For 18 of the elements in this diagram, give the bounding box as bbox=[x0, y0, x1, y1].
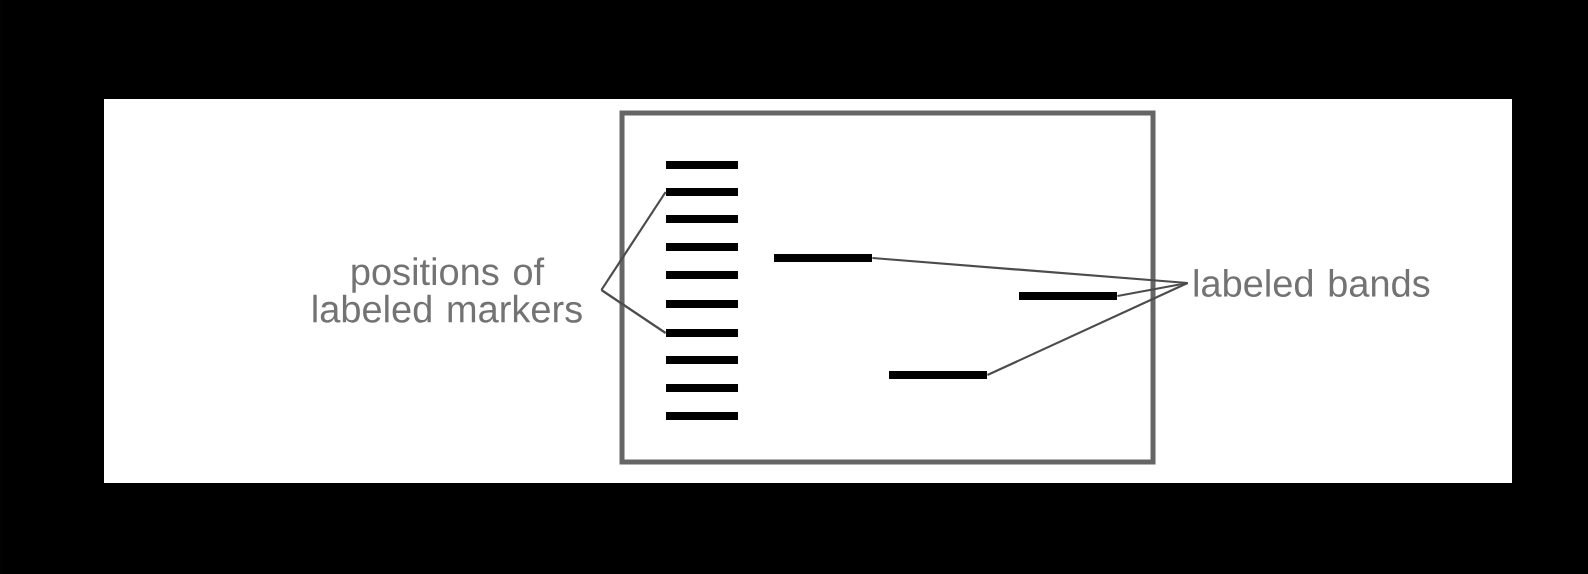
text-label: labeled bands bbox=[1194, 269, 1430, 297]
gel-band bbox=[666, 384, 738, 392]
leader-line bbox=[600, 191, 667, 291]
gel-band bbox=[666, 356, 738, 364]
leader-line bbox=[986, 282, 1189, 376]
text-label: positions of labeled markers bbox=[313, 257, 582, 323]
gel-band bbox=[1019, 292, 1117, 300]
gel-band bbox=[889, 371, 987, 379]
gel-band bbox=[774, 254, 872, 262]
gel-band bbox=[666, 271, 738, 279]
gel-band bbox=[666, 188, 738, 196]
gel-band bbox=[666, 329, 738, 337]
gel-band bbox=[666, 161, 738, 169]
gel-band bbox=[666, 412, 738, 420]
gel-band bbox=[666, 243, 738, 251]
gel-band bbox=[666, 300, 738, 308]
gel-band bbox=[666, 215, 738, 223]
leader-line bbox=[1117, 281, 1188, 298]
